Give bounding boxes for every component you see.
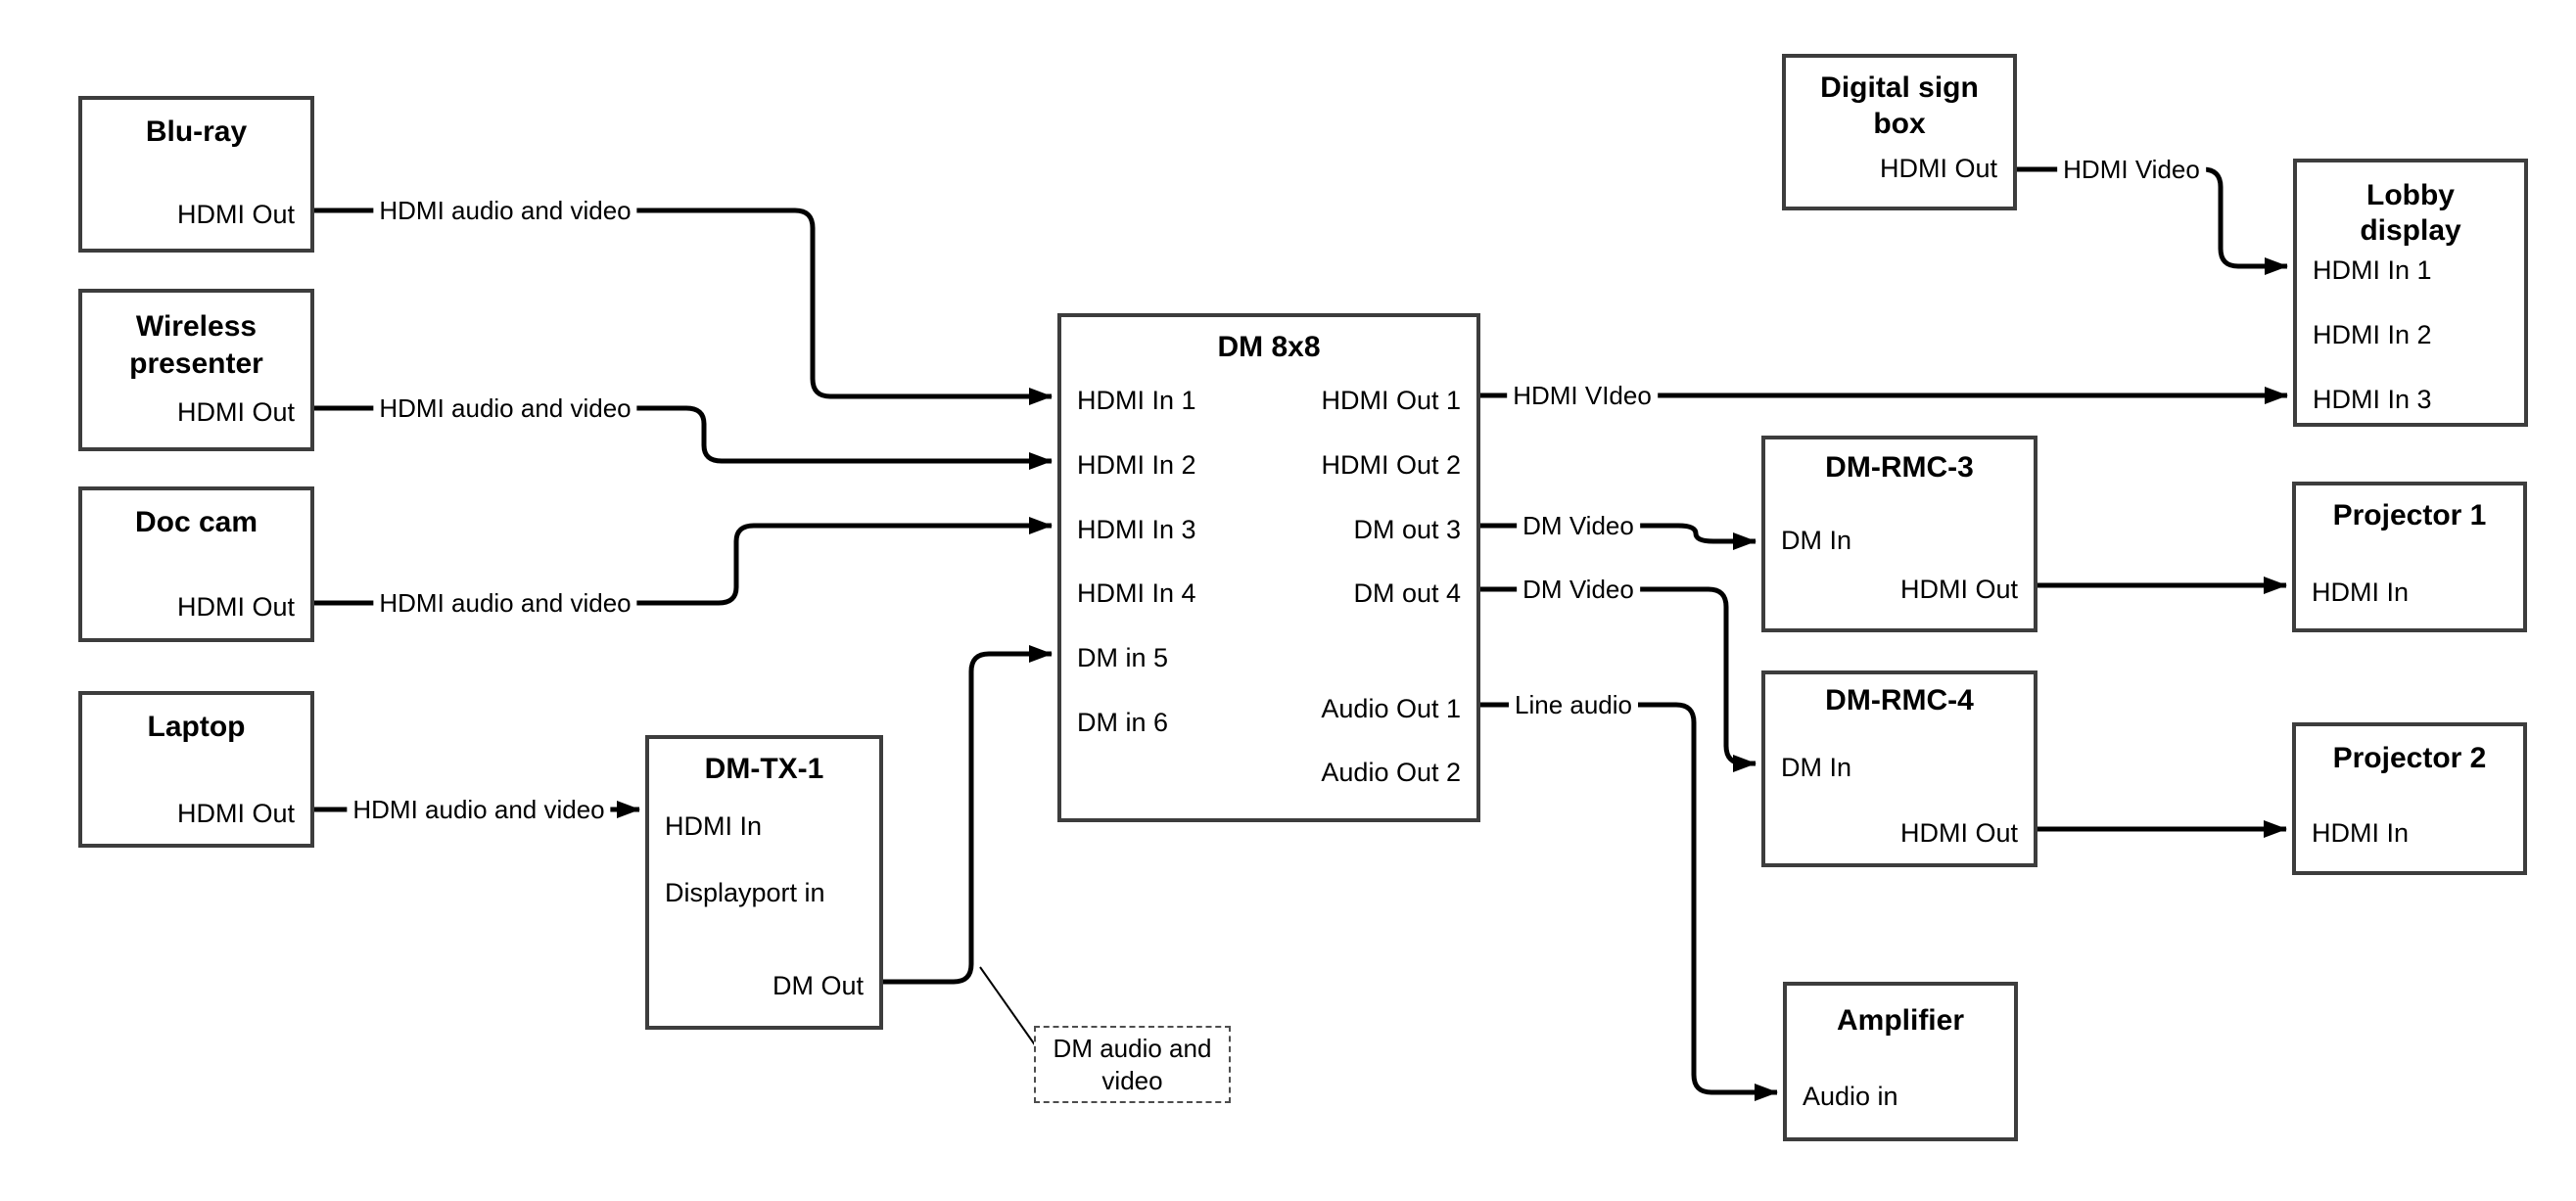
port-hdmi-out: HDMI Out <box>1899 818 2018 848</box>
node-title: DM-RMC-4 <box>1825 684 1974 716</box>
port-dm-out-4: DM out 4 <box>1353 578 1461 608</box>
callout-dm-audio-video: DM audio and video <box>1034 1026 1231 1103</box>
port-dm-in-5: DM in 5 <box>1077 643 1169 672</box>
callout-text: DM audio and video <box>1053 1033 1212 1095</box>
node-dm-rmc-3: DM-RMC-3 DM In HDMI Out <box>1761 436 2037 632</box>
node-projector-1: Projector 1 HDMI In <box>2292 482 2527 632</box>
edge-dmtx1-dmout-to-dm8x8-in5 <box>883 644 1054 985</box>
node-doc-cam: Doc cam HDMI Out <box>78 486 314 642</box>
port-hdmi-out: HDMI Out <box>1879 154 1997 183</box>
node-title: Projector 2 <box>2332 742 2487 774</box>
node-title: Lobby display <box>2360 179 2461 247</box>
edge-sign-to-lobby-in1 <box>2017 166 2289 276</box>
port-dm-in: DM In <box>1781 526 1852 555</box>
port-hdmi-out: HDMI Out <box>1899 575 2018 604</box>
node-title: Projector 1 <box>2332 499 2487 531</box>
port-dm-out-3: DM out 3 <box>1353 515 1461 544</box>
edge-label-dm-out3-cable: DM Video <box>1517 510 1640 541</box>
port-hdmi-in-3: HDMI In 3 <box>1077 515 1196 544</box>
port-hdmi-in: HDMI In <box>665 811 763 841</box>
port-hdmi-out: HDMI Out <box>176 200 295 229</box>
edge-label-hdmi-out1-cable: HDMI VIdeo <box>1507 380 1658 411</box>
edge-wireless-to-dm8x8-in2 <box>314 405 1054 471</box>
node-title: Digital sign box <box>1820 71 1979 140</box>
edge-dm8x8-out4-to-dmrmc4 <box>1480 586 1757 773</box>
port-hdmi-in-1: HDMI In 1 <box>2313 255 2432 285</box>
edge-label-wireless-cable: HDMI audio and video <box>373 393 637 424</box>
callout-leader-line <box>979 966 1037 1047</box>
node-wireless-presenter: Wireless presenter HDMI Out <box>78 289 314 451</box>
port-audio-out-2: Audio Out 2 <box>1321 758 1461 787</box>
node-amplifier: Amplifier Audio in <box>1783 982 2018 1141</box>
node-title: Wireless presenter <box>129 310 263 380</box>
port-hdmi-in-4: HDMI In 4 <box>1077 578 1196 608</box>
edge-dm8x8-out3-to-dmrmc3 <box>1480 523 1757 551</box>
port-dm-in-6: DM in 6 <box>1077 708 1169 737</box>
port-hdmi-out: HDMI Out <box>176 397 295 427</box>
node-title: Blu-ray <box>145 115 248 148</box>
node-title: Doc cam <box>134 506 258 538</box>
node-title: Laptop <box>147 711 246 743</box>
edge-label-laptop-cable: HDMI audio and video <box>347 794 611 825</box>
node-digital-sign-box: Digital sign box HDMI Out <box>1782 54 2017 210</box>
edge-bluray-to-dm8x8-in1 <box>314 208 1054 406</box>
port-hdmi-in: HDMI In <box>2312 577 2410 607</box>
node-title: DM-RMC-3 <box>1825 451 1974 484</box>
edge-label-sign-cable: HDMI Video <box>2057 154 2206 185</box>
port-hdmi-in: HDMI In <box>2312 818 2410 848</box>
port-hdmi-out: HDMI Out <box>176 799 295 828</box>
node-bluray: Blu-ray HDMI Out <box>78 96 314 253</box>
port-displayport-in: Displayport in <box>665 878 825 907</box>
edge-label-doccam-cable: HDMI audio and video <box>373 587 637 619</box>
edge-label-bluray-cable: HDMI audio and video <box>373 195 637 226</box>
port-audio-in: Audio in <box>1803 1082 1898 1111</box>
edge-label-dm-out4-cable: DM Video <box>1517 574 1640 605</box>
node-projector-2: Projector 2 HDMI In <box>2292 722 2527 875</box>
port-hdmi-in-3: HDMI In 3 <box>2313 385 2432 414</box>
port-hdmi-out-2: HDMI Out 2 <box>1321 450 1461 480</box>
node-title: DM-TX-1 <box>704 753 824 785</box>
node-dm-tx-1: DM-TX-1 HDMI In Displayport in DM Out <box>645 735 883 1030</box>
port-hdmi-in-2: HDMI In 2 <box>2313 320 2432 349</box>
port-hdmi-in-2: HDMI In 2 <box>1077 450 1196 480</box>
node-title: DM 8x8 <box>1217 331 1321 363</box>
port-dm-in: DM In <box>1781 753 1852 782</box>
node-dm-rmc-4: DM-RMC-4 DM In HDMI Out <box>1761 670 2037 867</box>
port-audio-out-1: Audio Out 1 <box>1321 694 1461 723</box>
port-dm-out: DM Out <box>772 971 864 1000</box>
port-hdmi-out-1: HDMI Out 1 <box>1321 386 1461 415</box>
node-title: Amplifier <box>1836 1004 1965 1037</box>
node-dm-8x8: DM 8x8 HDMI In 1 HDMI In 2 HDMI In 3 HDM… <box>1057 313 1480 822</box>
port-hdmi-in-1: HDMI In 1 <box>1077 386 1196 415</box>
port-hdmi-out: HDMI Out <box>176 592 295 622</box>
edge-dm8x8-audio1-to-amplifier <box>1480 702 1779 1102</box>
node-lobby-display: Lobby display HDMI In 1 HDMI In 2 HDMI I… <box>2293 159 2528 427</box>
node-laptop: Laptop HDMI Out <box>78 691 314 848</box>
edge-doccam-to-dm8x8-in3 <box>314 516 1054 606</box>
edge-label-audio-cable: Line audio <box>1509 689 1638 720</box>
